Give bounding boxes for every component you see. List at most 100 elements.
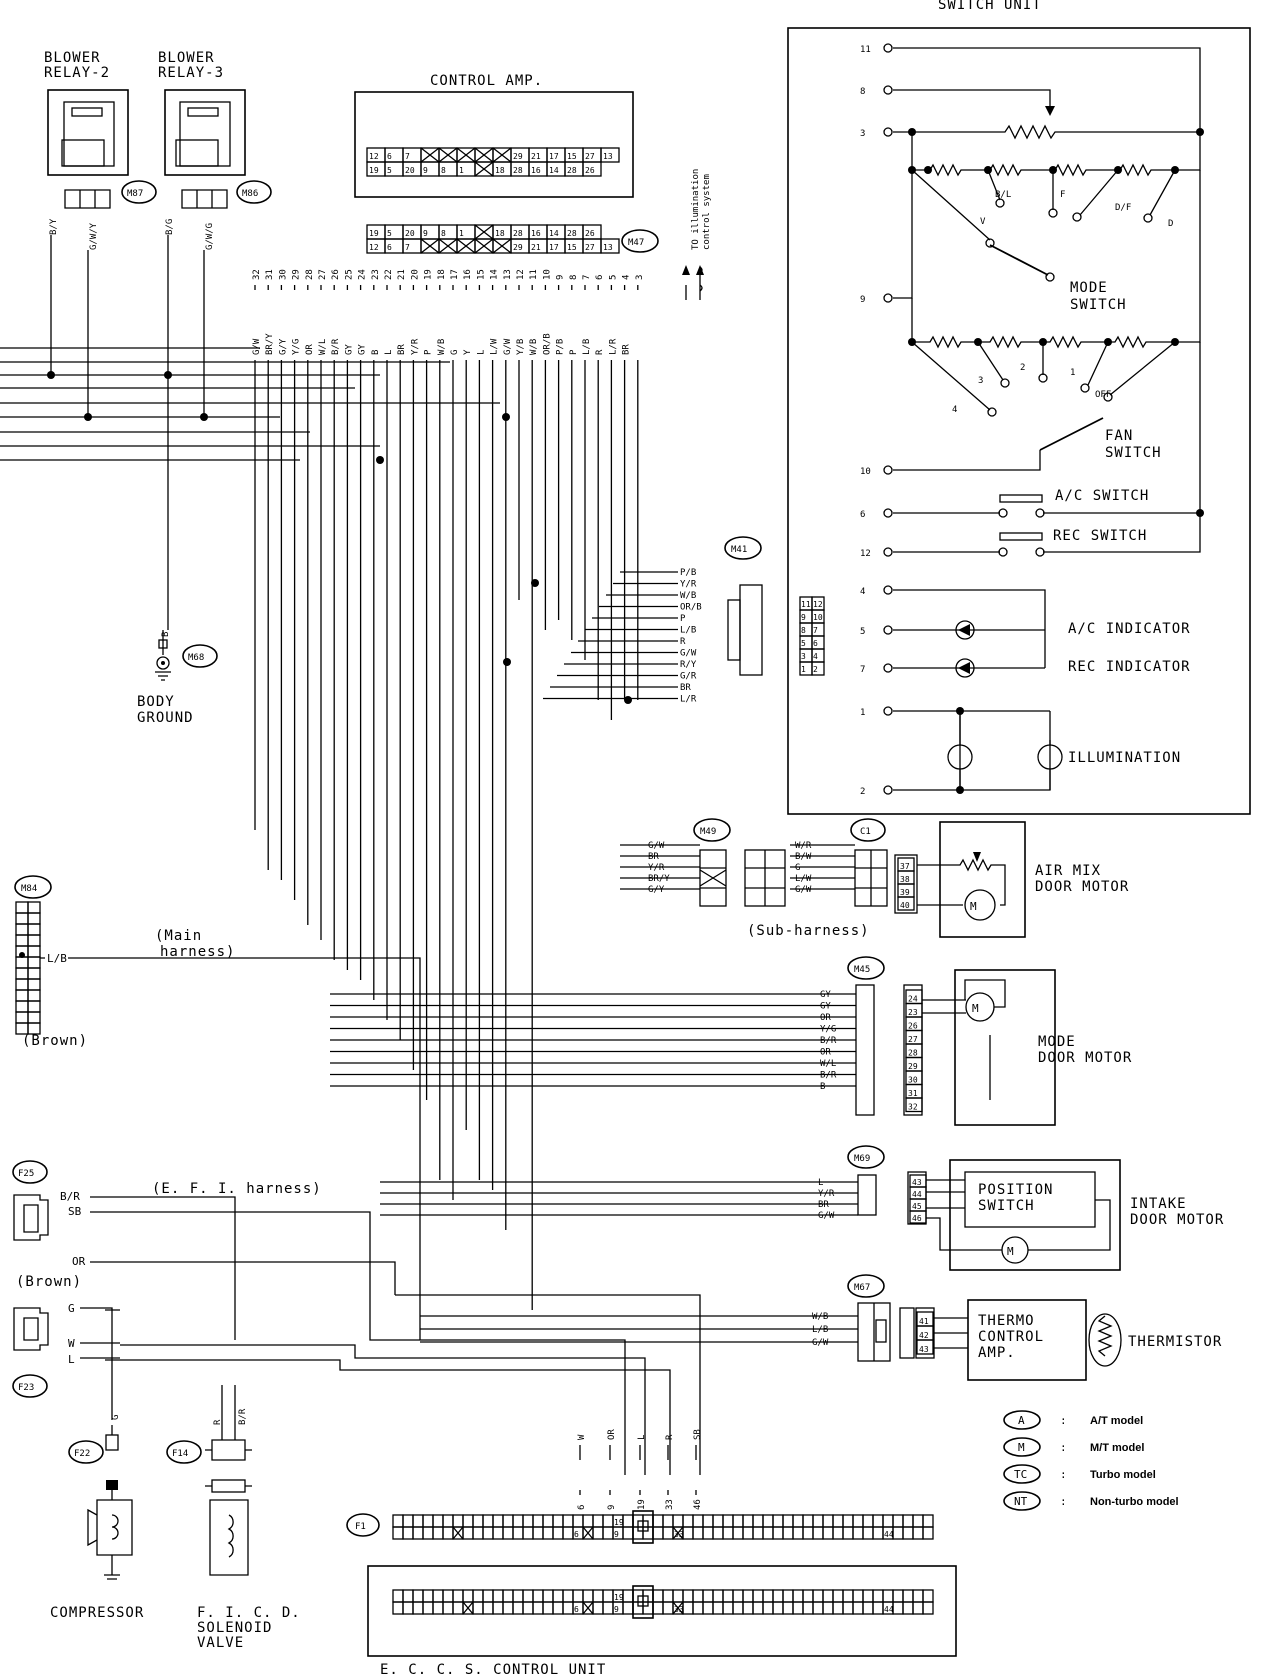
svg-text:M: M	[972, 1002, 979, 1015]
ac-indicator-label: A/C INDICATOR	[1068, 621, 1191, 637]
amp-pin-wire: Y/R	[410, 338, 420, 355]
amp-cell: 20	[405, 229, 415, 238]
mode-pos-v: V	[980, 217, 986, 227]
pin-cell: 41	[919, 1317, 929, 1326]
amp-pin-wire: G	[450, 350, 460, 355]
su-terminal-2: 2	[860, 787, 865, 797]
c1-wire: W/R	[795, 841, 812, 851]
amp-pin-wire: P/B	[556, 339, 566, 355]
su-terminal-6: 6	[860, 510, 865, 520]
c1-wire: B/W	[795, 852, 812, 862]
svg-text:M: M	[1007, 1245, 1014, 1258]
control-amp-pins: 32G/W31BR/Y30G/Y29Y/G28OR27W/L26B/R25GY2…	[252, 265, 704, 1310]
f23-wire-l: L	[68, 1353, 75, 1366]
amp-cell: 12	[369, 243, 379, 252]
eccs-pin: 6	[577, 1505, 587, 1510]
f1-label: F1	[355, 1522, 366, 1532]
su-grid-cell: 10	[813, 613, 823, 622]
pin-cell: 29	[908, 1062, 918, 1071]
amp-pin-wire: R	[595, 349, 605, 355]
pin-cell: 26	[908, 1022, 918, 1031]
m41-wire: Y/R	[680, 580, 697, 590]
compressor-label: COMPRESSOR	[50, 1605, 144, 1621]
switch-unit-title: SWITCH UNIT	[938, 0, 1042, 13]
legend-text: M/T model	[1090, 1442, 1144, 1454]
m45-wire: OR	[820, 1013, 831, 1023]
ecm-cell: 9	[614, 1605, 619, 1614]
f25-wire-br: B/R	[60, 1190, 80, 1203]
amp-cell: 15	[567, 152, 577, 161]
f25-color: (Brown)	[16, 1274, 82, 1290]
su-terminal-pin	[883, 547, 893, 557]
su-terminal-pin	[883, 465, 893, 475]
m45-wire: B/R	[820, 1071, 837, 1081]
amp-cell: 14	[549, 229, 559, 238]
fan-taps	[911, 341, 1176, 411]
amp-pin-wire: GY	[344, 344, 354, 355]
m45-wire: Y/G	[820, 1025, 836, 1035]
m86-wire-2: G/W/G	[205, 223, 215, 250]
m86-tag	[236, 180, 272, 204]
fan-common-10	[893, 450, 1041, 471]
su-terminal-pin	[883, 293, 893, 303]
amp-pin-11: 11	[529, 269, 539, 280]
m45-wire: W/L	[820, 1059, 836, 1069]
amp-pin-6: 6	[595, 275, 605, 280]
legend-colon: :	[1060, 1495, 1067, 1508]
m49-wire: G/W	[648, 841, 665, 851]
amp-pin-wire: Y/B	[516, 339, 526, 355]
m41-wire: OR/B	[680, 603, 702, 613]
amp-cell: 26	[585, 166, 595, 175]
m45-wire: GY	[820, 990, 831, 1000]
m41-wire: BR	[680, 683, 691, 693]
eccs-wire: R	[665, 1434, 675, 1440]
legend-symbol: M	[1018, 1441, 1025, 1454]
mode-pos-d: D	[1168, 219, 1173, 229]
pin-cell: 24	[908, 995, 918, 1004]
amp-cell: 13	[603, 243, 613, 252]
m84-color: (Brown)	[22, 1033, 88, 1049]
amp-pin-25: 25	[344, 269, 354, 280]
m41-wire: R/Y	[680, 660, 697, 670]
amp-pin-20: 20	[410, 269, 420, 280]
su-terminal-10: 10	[860, 467, 871, 477]
amp-pin-31: 31	[265, 269, 275, 280]
amp-pin-wire: Y/G	[292, 339, 302, 355]
su-grid-cell: 9	[801, 613, 806, 622]
amp-cell: 7	[405, 243, 410, 252]
su-grid-cell: 11	[801, 600, 811, 609]
amp-cell: 20	[405, 166, 415, 175]
amp-pin-wire: W/L	[318, 339, 328, 355]
f14-wire-r: R	[213, 1419, 223, 1425]
f23-label: F23	[18, 1383, 34, 1393]
amp-cell: 26	[585, 229, 595, 238]
su-terminal-11: 11	[860, 45, 871, 55]
pin-cell: 39	[900, 888, 910, 897]
control-amp-title: CONTROL AMP.	[430, 73, 543, 89]
legend-text: Non-turbo model	[1090, 1496, 1179, 1508]
eccs-wire: SB	[693, 1429, 703, 1440]
m49-wire: Y/R	[648, 863, 665, 873]
ecm-cell: 6	[574, 1530, 579, 1539]
amp-cell: 9	[423, 229, 428, 238]
legend-symbol-frame	[1003, 1410, 1041, 1430]
m49-label: M49	[700, 827, 716, 837]
fan-switch-lever	[1039, 417, 1104, 451]
amp-cell: 5	[387, 229, 392, 238]
amp-pin-wire: G/Y	[278, 338, 288, 355]
mode-pos-bl: B/L	[995, 190, 1011, 200]
ecm-cell: 9	[614, 1530, 619, 1539]
m67-wire: W/B	[812, 1312, 828, 1322]
eccs-pin: 46	[693, 1499, 703, 1510]
ecm-cell: 19	[614, 1593, 624, 1602]
